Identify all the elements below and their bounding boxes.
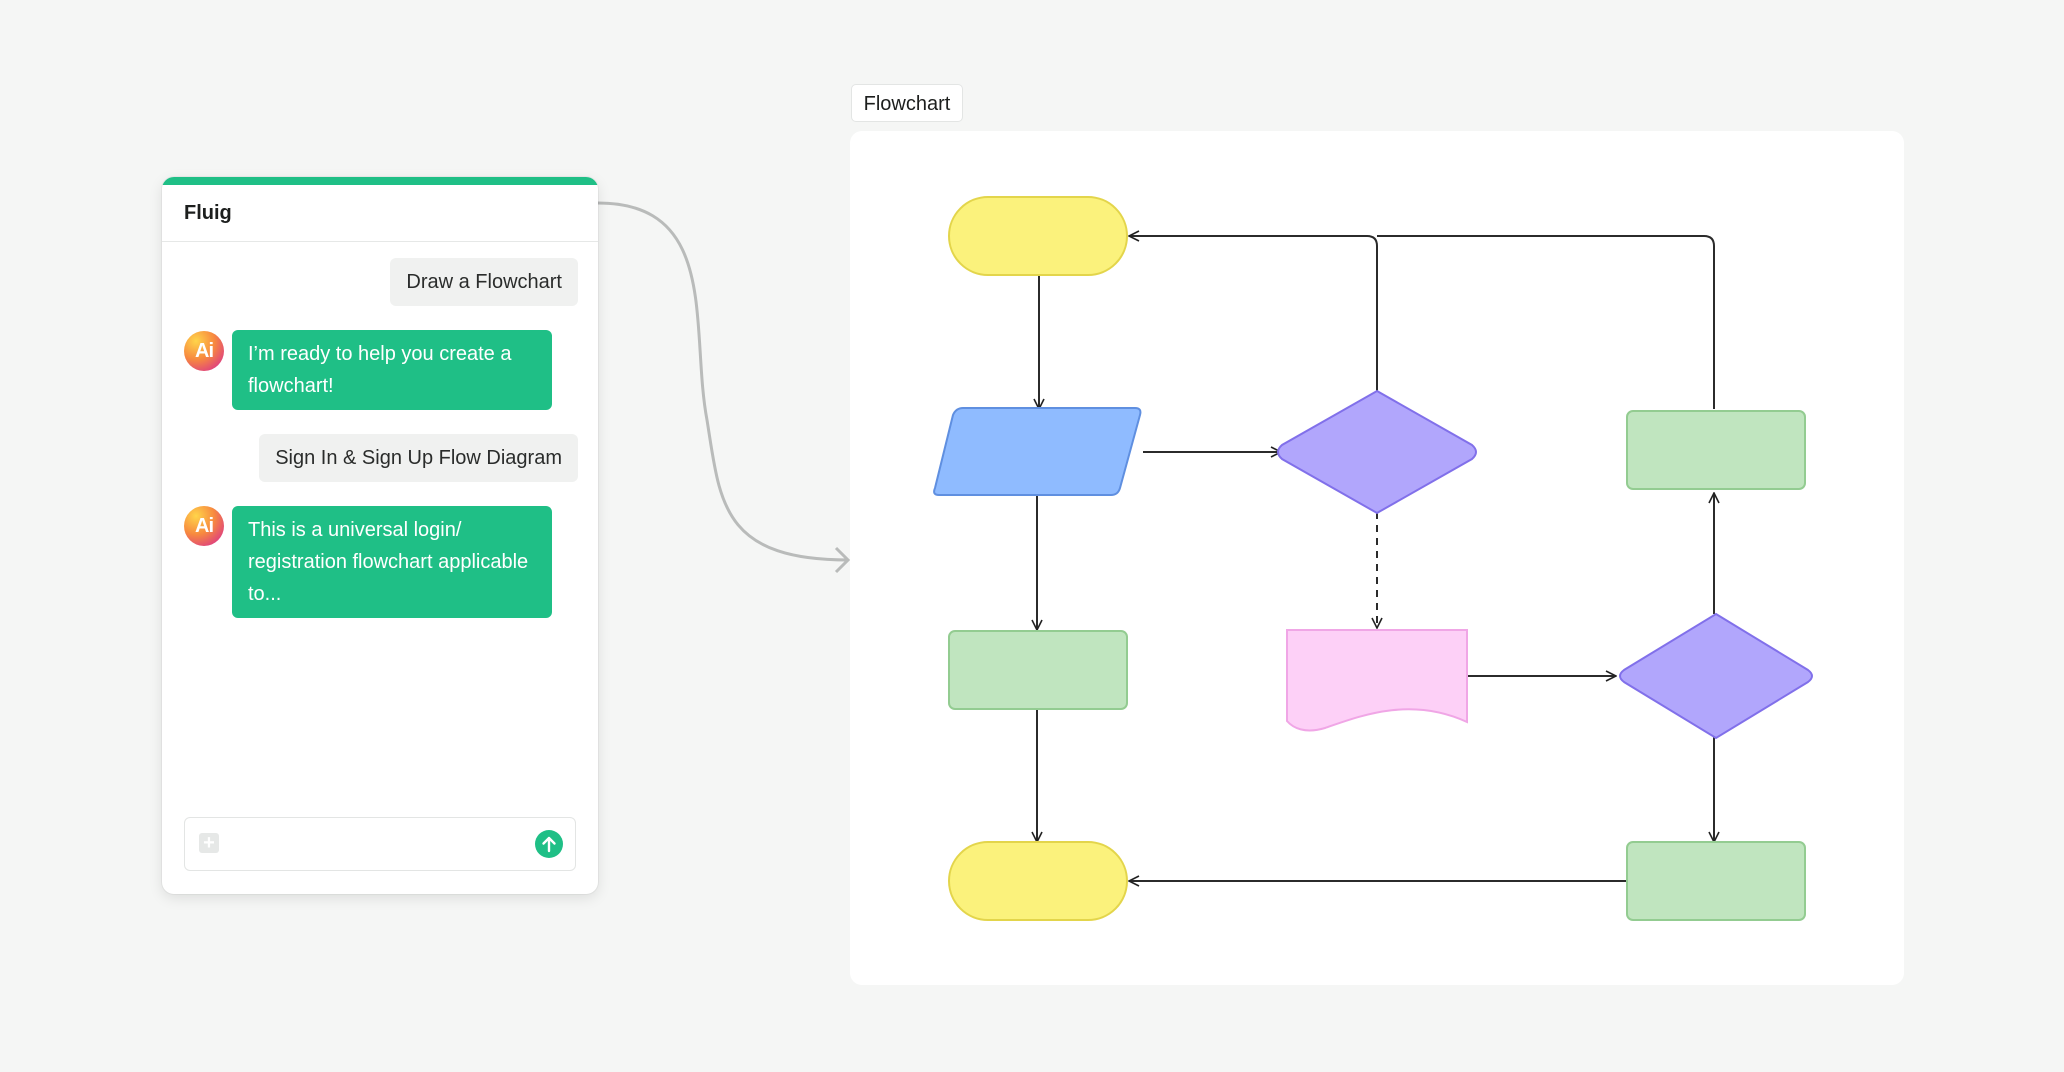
chat-input[interactable]: + (184, 817, 576, 871)
chat-accent-bar (162, 177, 598, 185)
process-node[interactable] (1626, 410, 1806, 490)
document-node[interactable] (1286, 629, 1468, 732)
flowchart-canvas (850, 131, 1904, 985)
start-terminal-node[interactable] (948, 196, 1128, 276)
ai-avatar-icon: Ai (184, 331, 224, 371)
arrow-up-icon (542, 836, 556, 853)
ai-message: I’m ready to help you create a flowchart… (232, 330, 552, 410)
chat-title: Fluig (184, 202, 232, 224)
chat-header: Fluig (162, 185, 598, 242)
process-node[interactable] (948, 630, 1128, 710)
edge-process-top-right-to-start (1377, 235, 1715, 409)
connector-arrowhead (834, 546, 851, 574)
flowchart-diagram (933, 196, 1813, 921)
decision-node[interactable] (1619, 612, 1813, 740)
end-terminal-node[interactable] (948, 841, 1128, 921)
input-output-node[interactable] (933, 407, 1142, 496)
user-message: Draw a Flowchart (390, 258, 578, 306)
chat-panel: Fluig Draw a Flowchart Ai I’m ready to h… (162, 177, 598, 894)
plus-icon[interactable]: + (199, 833, 219, 853)
decision-node[interactable] (1277, 389, 1477, 515)
process-node[interactable] (1626, 841, 1806, 921)
user-message: Sign In & Sign Up Flow Diagram (259, 434, 578, 482)
ai-message: This is a universal login/ registration … (232, 506, 552, 618)
ai-avatar-icon: Ai (184, 506, 224, 546)
edge-decision-to-start (1129, 236, 1378, 391)
flowchart-tab[interactable]: Flowchart (851, 84, 963, 122)
connector-curve (597, 201, 849, 562)
send-button[interactable] (535, 830, 563, 858)
